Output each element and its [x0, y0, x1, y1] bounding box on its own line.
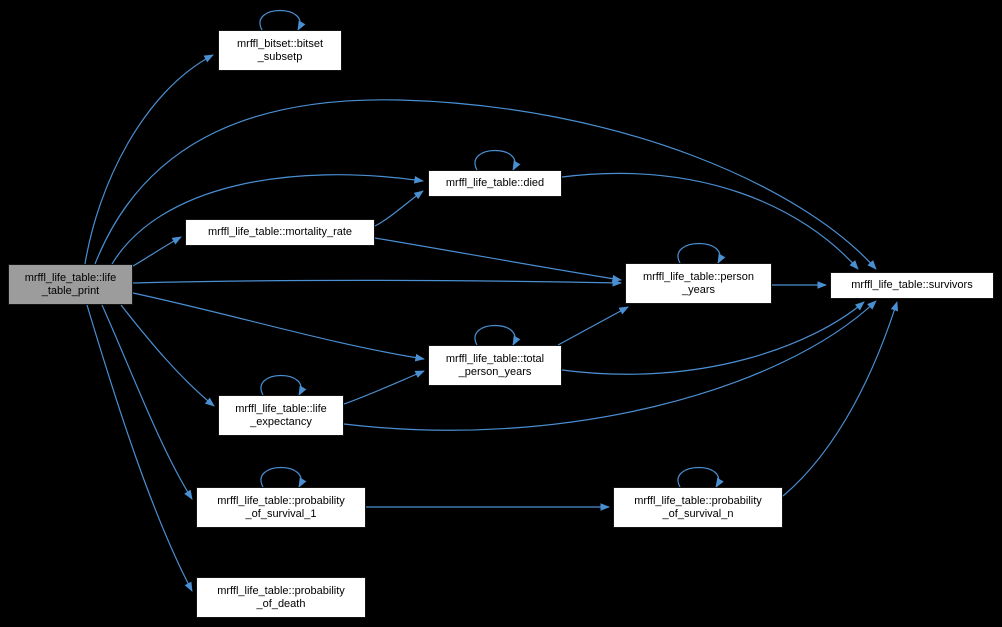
node-label: mrffl_life_table::probability — [217, 494, 345, 507]
node-label: mrffl_life_table::person — [642, 270, 755, 283]
node-label: _of_survival_1 — [245, 507, 317, 520]
node-label: mrffl_bitset::bitset — [237, 37, 323, 50]
node-label: _years — [681, 283, 716, 296]
node-label: _person_years — [458, 365, 532, 378]
edge-died-to-survivors — [561, 172, 859, 270]
node-probability-of-survival-1[interactable]: mrffl_life_table::probability_of_surviva… — [196, 487, 366, 528]
node-life-expectancy[interactable]: mrffl_life_table::life_expectancy — [218, 395, 344, 436]
edge-total-person-years-to-person-years — [557, 306, 629, 346]
edge-died-to-died — [474, 149, 521, 171]
edge-life-expectancy-to-total-person-years — [343, 370, 425, 405]
node-survivors[interactable]: mrffl_life_table::survivors — [830, 272, 994, 299]
node-label: mrffl_life_table::total — [445, 352, 545, 365]
edge-person-years-to-person-years — [677, 242, 726, 264]
edge-life-table-print-to-life-expectancy — [120, 304, 215, 407]
edge-probability-of-survival-1-to-probability-of-survival-1 — [260, 466, 307, 488]
edge-life-table-print-to-person-years — [132, 278, 622, 287]
edge-life-table-print-to-bitset-subsetp — [84, 54, 214, 265]
edge-probability-of-survival-n-to-probability-of-survival-n — [677, 466, 724, 488]
node-label: _of_survival_n — [662, 507, 734, 520]
edge-total-person-years-to-survivors — [561, 301, 865, 375]
node-label: _subsetp — [257, 50, 303, 63]
node-label: mrffl_life_table::life — [24, 271, 117, 284]
edge-life-table-print-to-mortality-rate — [132, 236, 182, 267]
edge-total-person-years-to-total-person-years — [474, 324, 521, 346]
node-person-years[interactable]: mrffl_life_table::person_years — [625, 263, 772, 304]
node-label: mrffl_life_table::survivors — [851, 279, 973, 291]
node-label: _table_print — [41, 284, 100, 297]
node-label: mrffl_life_table::life — [235, 402, 327, 415]
node-life-table-print[interactable]: mrffl_life_table::life_table_print — [8, 264, 133, 305]
edge-life-table-print-to-probability-of-death — [86, 304, 193, 592]
node-mortality-rate[interactable]: mrffl_life_table::mortality_rate — [185, 219, 375, 246]
edge-life-expectancy-to-life-expectancy — [260, 374, 307, 396]
node-label: mrffl_life_table::died — [445, 177, 545, 189]
node-label: _of_death — [256, 597, 306, 610]
node-bitset-subsetp[interactable]: mrffl_bitset::bitset_subsetp — [218, 30, 342, 71]
edge-probability-of-survival-n-to-survivors — [782, 301, 899, 497]
edge-mortality-rate-to-person-years — [374, 237, 622, 283]
node-probability-of-death[interactable]: mrffl_life_table::probability_of_death — [196, 577, 366, 618]
node-label: mrffl_life_table::mortality_rate — [207, 226, 353, 238]
node-label: mrffl_life_table::probability — [634, 494, 762, 507]
edges-layer — [84, 9, 899, 592]
node-died[interactable]: mrffl_life_table::died — [428, 170, 562, 197]
node-total-person-years[interactable]: mrffl_life_table::total_person_years — [428, 345, 562, 386]
node-label: mrffl_life_table::probability — [217, 584, 345, 597]
edge-life-table-print-to-died — [111, 174, 424, 265]
node-label: _expectancy — [250, 415, 312, 428]
edge-bitset-subsetp-to-bitset-subsetp — [259, 9, 306, 31]
node-probability-of-survival-n[interactable]: mrffl_life_table::probability_of_surviva… — [613, 487, 783, 528]
edge-life-expectancy-to-survivors — [343, 300, 877, 431]
edge-life-table-print-to-probability-of-survival-1 — [101, 304, 193, 500]
edge-life-table-print-to-survivors — [94, 99, 877, 270]
edge-mortality-rate-to-died — [374, 190, 424, 227]
edge-life-table-print-to-total-person-years — [132, 292, 425, 362]
